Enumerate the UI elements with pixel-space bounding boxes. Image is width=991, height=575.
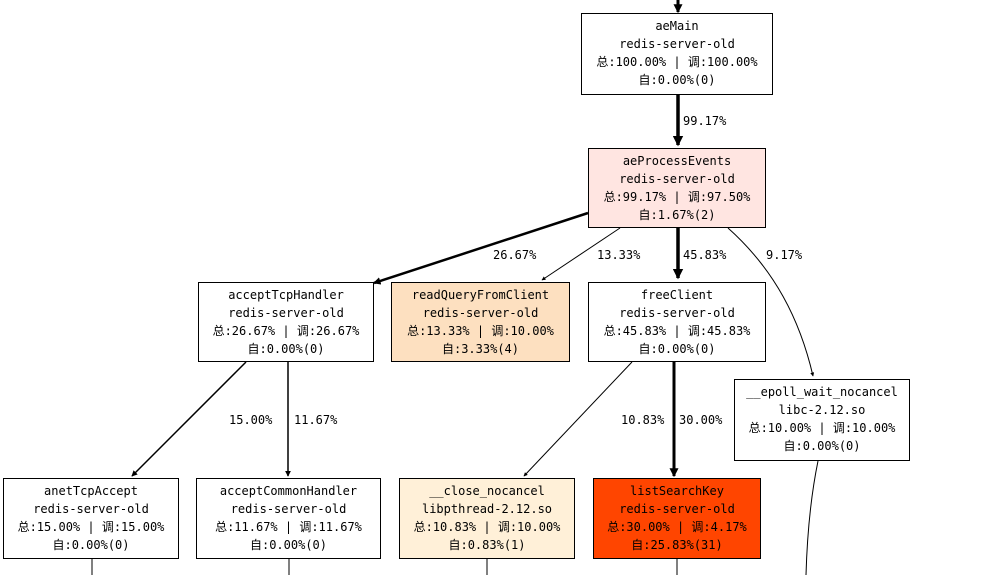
edge-label-acceptTcpHandler-acceptCommonHandler: 11.67% [294, 413, 338, 427]
module-name: redis-server-old [619, 172, 735, 186]
total-called-percent: 总:11.67% | 调:11.67% [215, 520, 362, 534]
self-percent: 自:0.00%(0) [638, 342, 716, 356]
total-called-percent: 总:15.00% | 调:15.00% [17, 520, 165, 534]
edge-label-aeProcessEvents-readQueryFromClient: 13.33% [597, 248, 641, 262]
total-called-percent: 总:26.67% | 调:26.67% [212, 324, 360, 338]
total-called-percent: 总:45.83% | 调:45.83% [603, 324, 751, 338]
module-name: redis-server-old [228, 306, 344, 320]
node-acceptTcpHandler[interactable]: acceptTcpHandler redis-server-old 总:26.6… [198, 282, 374, 362]
edge-aeProcessEvents-readQueryFromClient [541, 227, 621, 281]
module-name: libc-2.12.so [778, 403, 866, 417]
edge-acceptTcpHandler-anetTcpAccept [131, 361, 247, 477]
function-name: aeProcessEvents [622, 154, 732, 168]
total-called-percent: 总:30.00% | 调:4.17% [607, 520, 747, 534]
node-acceptCommonHandler[interactable]: acceptCommonHandler redis-server-old 总:1… [196, 478, 381, 559]
edge-label-acceptTcpHandler-anetTcpAccept: 15.00% [229, 413, 273, 427]
node-readQueryFromClient[interactable]: readQueryFromClient redis-server-old 总:1… [391, 282, 570, 362]
self-percent: 自:25.83%(31) [631, 538, 723, 552]
node-freeClient[interactable]: freeClient redis-server-old 总:45.83% | 调… [588, 282, 766, 362]
self-percent: 自:0.00%(0) [783, 439, 861, 453]
module-name: redis-server-old [619, 306, 735, 320]
module-name: redis-server-old [422, 306, 539, 320]
node-epoll-wait-nocancel[interactable]: __epoll_wait_nocancel libc-2.12.so 总:10.… [734, 379, 910, 461]
function-name: acceptTcpHandler [228, 288, 344, 302]
function-name: freeClient [640, 288, 714, 302]
module-name: redis-server-old [619, 502, 735, 516]
edge-label-freeClient-listSearchKey: 30.00% [679, 413, 723, 427]
total-called-percent: 总:99.17% | 调:97.50% [603, 190, 751, 204]
total-called-percent: 总:100.00% | 调:100.00% [596, 55, 758, 69]
self-percent: 自:0.00%(0) [52, 538, 130, 552]
edge-label-freeClient-closeNocancel: 10.83% [621, 413, 665, 427]
edge-aeProcessEvents-epoll [727, 227, 815, 377]
edge-freeClient-closeNocancel [523, 361, 633, 477]
edge-aeProcessEvents-acceptTcpHandler [373, 211, 589, 285]
module-name: redis-server-old [230, 502, 347, 516]
edge-label-aeProcessEvents-acceptTcpHandler: 26.67% [493, 248, 537, 262]
function-name: readQueryFromClient [411, 288, 550, 302]
function-name: anetTcpAccept [44, 484, 138, 498]
edge-label-aeProcessEvents-epoll: 9.17% [766, 248, 803, 262]
edge-label-aeProcessEvents-freeClient: 45.83% [683, 248, 727, 262]
edge-epoll-outgoing [805, 460, 819, 575]
total-called-percent: 总:13.33% | 调:10.00% [407, 324, 554, 338]
node-listSearchKey[interactable]: listSearchKey redis-server-old 总:30.00% … [593, 478, 761, 559]
edge-label-aeMain-aeProcessEvents: 99.17% [683, 114, 727, 128]
function-name: __epoll_wait_nocancel [746, 385, 898, 399]
self-percent: 自:0.00%(0) [249, 538, 328, 552]
module-name: redis-server-old [619, 37, 735, 51]
module-name: redis-server-old [33, 502, 149, 516]
total-called-percent: 总:10.83% | 调:10.00% [413, 520, 561, 534]
self-percent: 自:3.33%(4) [441, 342, 520, 356]
node-aeMain[interactable]: aeMain redis-server-old 总:100.00% | 调:10… [581, 13, 773, 95]
total-called-percent: 总:10.00% | 调:10.00% [748, 421, 896, 435]
node-close-nocancel[interactable]: __close_nocancel libpthread-2.12.so 总:10… [399, 478, 575, 559]
function-name: aeMain [655, 19, 699, 33]
node-anetTcpAccept[interactable]: anetTcpAccept redis-server-old 总:15.00% … [3, 478, 179, 559]
self-percent: 自:1.67%(2) [638, 208, 716, 222]
function-name: listSearchKey [630, 484, 724, 498]
function-name: acceptCommonHandler [219, 484, 358, 498]
node-aeProcessEvents[interactable]: aeProcessEvents redis-server-old 总:99.17… [588, 148, 766, 228]
self-percent: 自:0.83%(1) [448, 538, 526, 552]
module-name: libpthread-2.12.so [421, 502, 553, 516]
self-percent: 自:0.00%(0) [638, 73, 716, 87]
function-name: __close_nocancel [429, 484, 545, 498]
self-percent: 自:0.00%(0) [247, 342, 325, 356]
